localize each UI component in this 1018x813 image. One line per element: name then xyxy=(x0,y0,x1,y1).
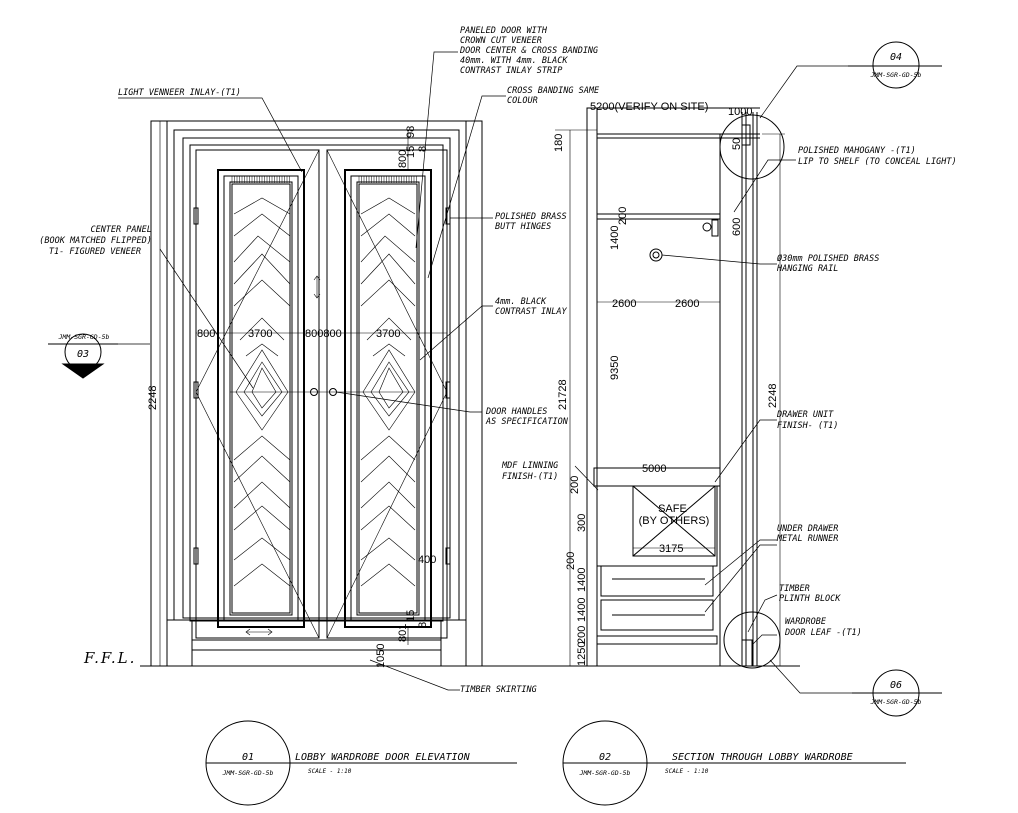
dim-2600b: 2600 xyxy=(675,298,699,310)
dim-3175: 3175 xyxy=(659,543,683,555)
dim-21728: 21728 xyxy=(557,379,569,410)
hinge-icon xyxy=(193,207,451,565)
note-cross-banding: CROSS BANDING SAME COLOUR xyxy=(507,86,604,106)
dim-5000: 5000 xyxy=(642,463,666,475)
note-mdf-lining: MDF LINNING FINISH-(T1) xyxy=(501,461,563,482)
callout-03: JMM-SGR-GD-5b 03 xyxy=(48,333,118,379)
hatch-band-right xyxy=(358,176,417,183)
hatch-band-left xyxy=(231,176,290,183)
dim-801: 801 xyxy=(397,624,409,642)
callout-06-ref: JMM-SGR-GD-5b xyxy=(870,698,922,706)
hanging-rail-icon xyxy=(649,248,663,262)
dim-300: 300 xyxy=(576,514,588,532)
leader-lines xyxy=(77,51,852,694)
dim-1400a: 1400 xyxy=(609,226,621,250)
callout-03-ref: JMM-SGR-GD-5b xyxy=(58,333,110,341)
callout-04-ref: JMM-SGR-GD-5b xyxy=(870,71,922,79)
callout-06: 06 JMM-SGR-GD-5b xyxy=(852,669,942,717)
dim-98: 98 xyxy=(405,126,417,138)
title-01: 01 JMM-SGR-GD-5b LOBBY WARDROBE DOOR ELE… xyxy=(205,720,517,806)
dim-2600a: 2600 xyxy=(612,298,636,310)
note-skirting: TIMBER SKIRTING xyxy=(460,685,537,695)
safe-label: SAFE (BY OTHERS) xyxy=(639,503,710,527)
note-paneled-door: PANELED DOOR WITH CROWN CUT VENEER DOOR … xyxy=(459,26,603,76)
dim-200b: 200 xyxy=(569,476,581,494)
dim-200a: 200 xyxy=(617,207,629,225)
dim-800-top: 800 xyxy=(397,150,409,168)
title-02-number: 02 xyxy=(599,752,611,763)
detail-circle-06 xyxy=(723,611,781,669)
dim-2248b: 2248 xyxy=(767,384,779,408)
dim-200c: 200 xyxy=(565,552,577,570)
dim-8: 8 xyxy=(417,146,429,152)
dim-400: 400 xyxy=(418,554,436,566)
title-02: 02 JMM-SGR-GD-5b SECTION THROUGH LOBBY W… xyxy=(562,720,906,806)
note-mahogany: POLISHED MAHOGANY -(T1) LIP TO SHELF (TO… xyxy=(798,146,957,167)
note-light-veneer: LIGHT VENNEER INLAY-(T1) xyxy=(118,88,241,98)
dim-1400b: 1400 xyxy=(576,568,588,592)
callout-04-number: 04 xyxy=(890,52,902,63)
callout-03-number: 03 xyxy=(77,349,89,360)
detail-circle-04 xyxy=(719,114,785,180)
note-door-handles: DOOR HANDLES AS SPECIFICATION xyxy=(485,407,569,427)
note-wardrobe-leaf: WARDROBE DOOR LEAF -(T1) xyxy=(784,617,862,638)
title-02-label: SECTION THROUGH LOBBY WARDROBE xyxy=(672,752,853,763)
dim-5200: 5200(VERIFY ON SITE) xyxy=(590,101,708,113)
dim-50: 50 xyxy=(731,138,743,150)
title-01-scale: SCALE - 1:10 xyxy=(308,768,352,775)
note-black-inlay: 4mm. BLACK CONTRAST INLAY xyxy=(495,297,568,317)
wardrobe-section xyxy=(555,107,785,667)
dim-1250: 1250 xyxy=(576,642,588,666)
title-02-ref: JMM-SGR-GD-5b xyxy=(579,769,631,777)
dim-2248a: 2248 xyxy=(147,386,159,410)
dim-9350: 9350 xyxy=(609,356,621,380)
ffl-label: F.F.L. xyxy=(83,649,136,667)
note-drawer-unit: DRAWER UNIT FINISH- (T1) xyxy=(776,410,838,431)
title-02-scale: SCALE - 1:10 xyxy=(665,768,709,775)
dim-8-bot: 8 xyxy=(417,622,429,628)
callout-04: 04 JMM-SGR-GD-5b xyxy=(848,41,942,89)
dim-1000: 1000 xyxy=(728,106,752,118)
door-handle-icon xyxy=(310,388,318,396)
dim-200d: 200 xyxy=(576,626,588,644)
dim-15-bot: 15 xyxy=(405,610,417,622)
dim-800800: 800800 xyxy=(305,328,342,340)
door-swing-lines xyxy=(195,149,448,639)
dim-180: 180 xyxy=(553,134,565,152)
dim-3700a: 3700 xyxy=(248,328,272,340)
title-01-ref: JMM-SGR-GD-5b xyxy=(222,769,274,777)
dim-600: 600 xyxy=(731,218,743,236)
note-hanging-rail: Ø30mm POLISHED BRASS HANGING RAIL xyxy=(776,253,884,274)
dim-15-top: 15 xyxy=(405,146,417,158)
grain-arrow-icon xyxy=(245,275,321,636)
callout-06-number: 06 xyxy=(890,680,902,691)
note-center-panel: CENTER PANEL (BOOK MATCHED FLIPPED) T1- … xyxy=(39,225,157,257)
dim-1400c: 1400 xyxy=(576,598,588,622)
dim-3700b: 3700 xyxy=(376,328,400,340)
dim-1050: 1050 xyxy=(375,644,387,668)
title-01-number: 01 xyxy=(242,752,254,763)
note-brass-hinges: POLISHED BRASS BUTT HINGES xyxy=(495,212,572,232)
note-plinth: TIMBER PLINTH BLOCK xyxy=(779,584,841,604)
note-under-drawer: UNDER DRAWER METAL RUNNER xyxy=(776,524,844,544)
title-01-label: LOBBY WARDROBE DOOR ELEVATION xyxy=(295,752,471,763)
door-elevation xyxy=(150,120,483,667)
veneer-grain-right xyxy=(360,197,416,587)
dim-800a: 800 xyxy=(197,328,215,340)
